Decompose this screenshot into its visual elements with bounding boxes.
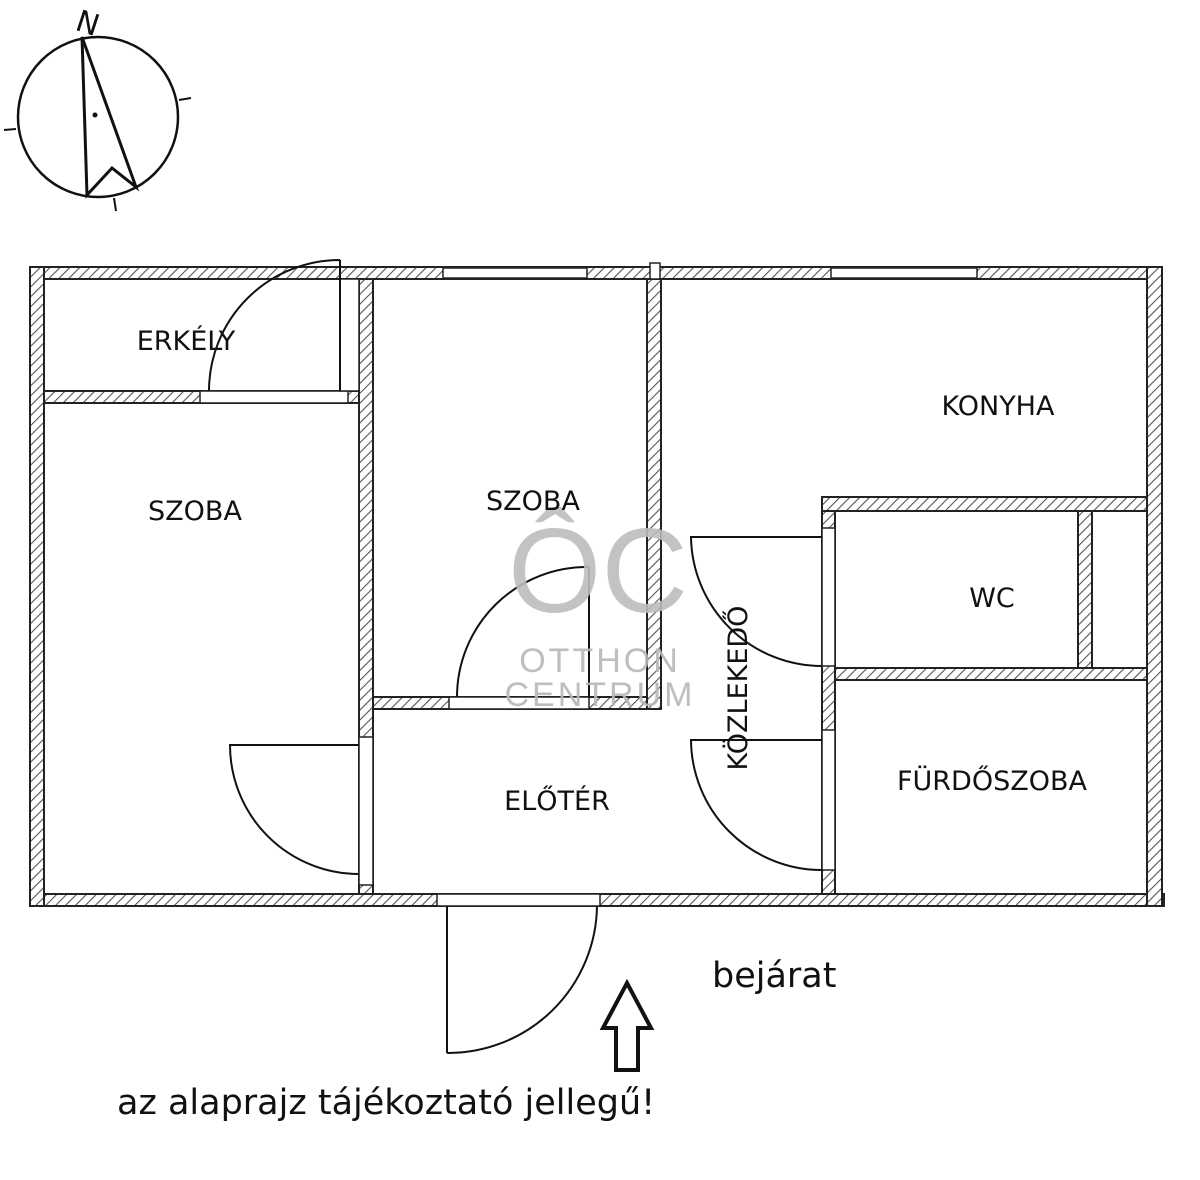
disclaimer-text: az alaprajz tájékoztató jellegű! — [117, 1083, 655, 1123]
door-szoba-mid — [456, 565, 590, 698]
room-labels: ERKÉLY SZOBA SZOBA KONYHA WC KÖZLEKEDŐ F… — [137, 325, 1088, 817]
door-entrance — [446, 905, 598, 1055]
entrance-label: bejárat — [712, 956, 836, 996]
watermark: ÔC OTTHON CENTRUM — [505, 504, 696, 714]
compass-circle — [16, 35, 180, 199]
door-kitchen — [689, 536, 823, 667]
door-swings — [208, 259, 823, 1055]
room-label-wc: WC — [969, 583, 1015, 614]
compass: N — [3, 4, 192, 212]
room-label-eloter: ELŐTÉR — [504, 785, 610, 817]
room-label-szoba-left: SZOBA — [148, 496, 242, 527]
door-szoba-left — [228, 744, 360, 875]
room-label-furdoszoba: FÜRDŐSZOBA — [897, 765, 1088, 797]
watermark-mark: ÔC — [508, 504, 688, 638]
watermark-line1: OTTHON — [519, 642, 681, 680]
room-label-szoba-mid: SZOBA — [486, 486, 580, 517]
watermark-line2: CENTRUM — [505, 676, 696, 714]
entrance-arrow-icon — [599, 978, 655, 1072]
door-erkely — [208, 259, 341, 392]
room-label-kozlekedo: KÖZLEKEDŐ — [722, 606, 754, 771]
room-label-erkely: ERKÉLY — [137, 325, 236, 357]
walls — [29, 262, 1165, 907]
door-bath — [689, 739, 823, 871]
north-arrow-icon — [80, 36, 140, 199]
room-label-konyha: KONYHA — [942, 391, 1055, 422]
